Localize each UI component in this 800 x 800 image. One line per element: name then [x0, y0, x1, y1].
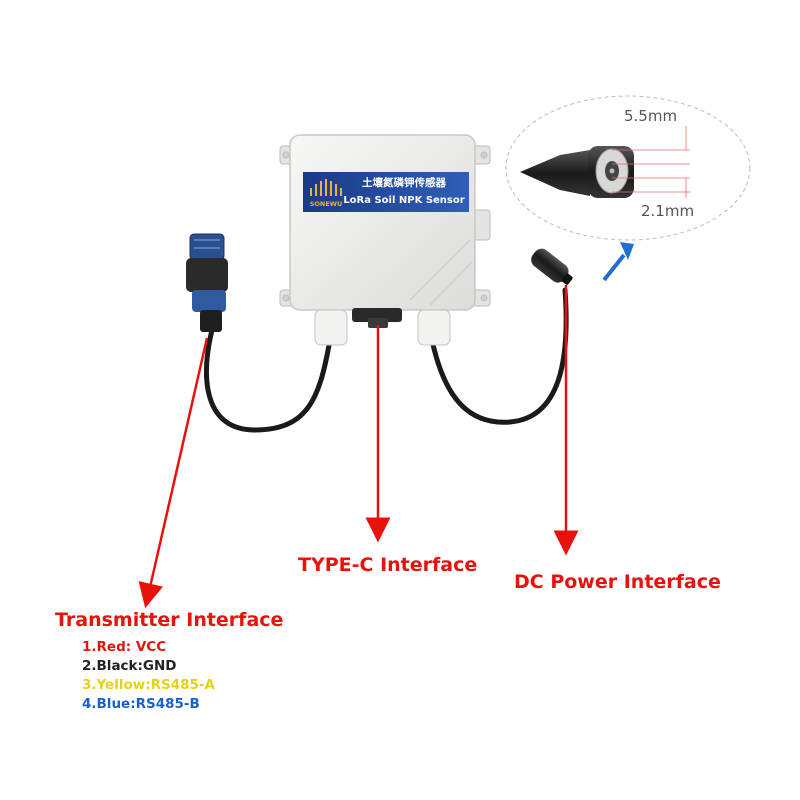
wire-item-yellow: 3.Yellow:RS485-A	[82, 677, 215, 693]
cable-glands	[314, 308, 451, 346]
inner-diameter-label: 2.1mm	[641, 202, 694, 220]
sensor-enclosure	[289, 134, 476, 311]
dimension-lines	[612, 126, 690, 198]
brand-logo-icon	[310, 179, 342, 196]
left-cable	[204, 327, 333, 433]
transmitter-interface-label: Transmitter Interface	[55, 609, 284, 631]
wire-item-blue: 4.Blue:RS485-B	[82, 696, 200, 712]
brand-text: SONEWU	[310, 200, 343, 208]
type-c-interface-label: TYPE-C Interface	[298, 554, 478, 576]
blue-arrow-icon	[602, 242, 634, 282]
transmitter-pointer-arrow	[138, 337, 209, 609]
aviation-connector	[186, 233, 228, 332]
dc-plug-detail	[520, 146, 634, 198]
device-label-cn: 土壤氮磷钾传感器	[362, 176, 446, 189]
device-label-en: LoRa Soil NPK Sensor	[343, 195, 464, 206]
wire-legend: 1.Red: VCC 2.Black:GND 3.Yellow:RS485-A …	[82, 638, 215, 714]
wire-item-red: 1.Red: VCC	[82, 639, 167, 655]
dc-power-interface-label: DC Power Interface	[514, 571, 721, 593]
dc-plug-small	[531, 248, 573, 285]
dc-plug-detail-frame	[505, 95, 751, 241]
wire-item-black: 2.Black:GND	[82, 658, 177, 674]
outer-diameter-label: 5.5mm	[624, 107, 677, 125]
